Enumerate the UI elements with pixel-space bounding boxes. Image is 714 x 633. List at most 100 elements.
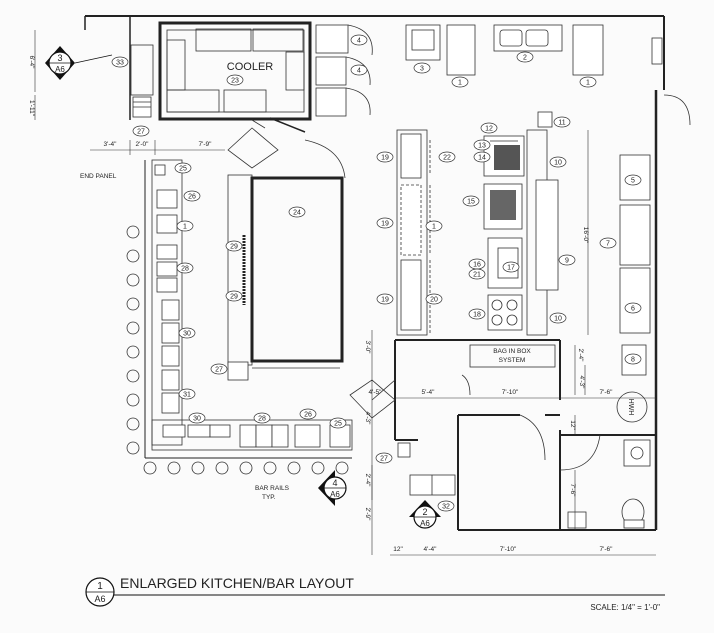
equipment-tag-number: 29 <box>230 294 238 301</box>
equipment-tag-oval <box>425 293 443 305</box>
equipment-tag-number: 19 <box>381 297 389 304</box>
equipment-tag-number: 12 <box>485 126 493 133</box>
equipment-tag-oval <box>425 220 443 232</box>
equipment-tag-8: 8 <box>624 353 642 365</box>
scale-note: SCALE: 1/4" = 1'-0" <box>590 603 660 612</box>
equipment-tag-23: 23 <box>226 74 244 86</box>
section-marker-4 <box>318 470 347 506</box>
equipment-tag-oval <box>376 293 394 305</box>
equipment-tag-oval <box>176 220 194 232</box>
equipment-tag-14: 14 <box>473 151 491 163</box>
equipment-tag-oval <box>437 500 455 512</box>
hwh-label: HWH <box>627 399 634 416</box>
equipment-tag-20: 20 <box>425 293 443 305</box>
detail-sheet: A6 <box>94 594 105 604</box>
equipment-tag-10: 10 <box>549 312 567 324</box>
equipment-tag-oval <box>375 452 393 464</box>
equipment-tag-30: 30 <box>178 327 196 339</box>
equipment-tag-number: 26 <box>304 412 312 419</box>
dim-7-10a: 7'-10" <box>502 389 519 396</box>
equipment-tag-oval <box>376 217 394 229</box>
equipment-tag-number: 1 <box>183 224 187 231</box>
equipment-tag-number: 2 <box>523 55 527 62</box>
equipment-tag-number: 4 <box>357 68 361 75</box>
equipment-tag-number: 26 <box>188 194 196 201</box>
equipment-tag-32: 32 <box>437 500 455 512</box>
equipment-tag-number: 9 <box>565 258 569 265</box>
equipment-tag-oval <box>438 151 456 163</box>
equipment-tag-11: 11 <box>553 116 571 128</box>
equipment-tag-number: 25 <box>334 421 342 428</box>
equipment-tag-oval <box>253 412 271 424</box>
equipment-tag-21: 21 <box>468 268 486 280</box>
equipment-tag-27: 27 <box>375 452 393 464</box>
equipment-tag-oval <box>226 74 244 86</box>
equipment-tag-19: 19 <box>376 217 394 229</box>
equipment-tag-16: 16 <box>468 258 486 270</box>
equipment-tag-oval <box>176 262 194 274</box>
equipment-tag-number: 24 <box>293 210 301 217</box>
equipment-tag-1: 1 <box>425 220 443 232</box>
equipment-tag-number: 1 <box>458 80 462 87</box>
equipment-tag-oval <box>350 64 368 76</box>
dim-7-6a: 7'-6" <box>600 389 614 396</box>
equipment-tag-28: 28 <box>253 412 271 424</box>
equipment-tag-31: 31 <box>178 388 196 400</box>
dim-2-4b: 2'-4" <box>364 474 371 488</box>
equipment-tag-number: 30 <box>193 416 201 423</box>
equipment-tag-26: 26 <box>183 190 201 202</box>
equipment-tag-oval <box>473 139 491 151</box>
equipment-tag-number: 5 <box>631 178 635 185</box>
equipment-tag-oval <box>549 156 567 168</box>
dim-5-4: 5'-4" <box>422 389 436 396</box>
equipment-tag-28: 28 <box>176 262 194 274</box>
equipment-tag-oval <box>329 417 347 429</box>
equipment-tag-number: 22 <box>443 155 451 162</box>
equipment-tag-number: 19 <box>381 155 389 162</box>
equipment-tag-oval <box>579 76 597 88</box>
equipment-tag-number: 28 <box>181 266 189 273</box>
equipment-tag-7: 7 <box>599 237 617 249</box>
equipment-tag-6: 6 <box>624 302 642 314</box>
dim-4-5: 4'-5" <box>369 389 383 396</box>
end-panel-note: END PANEL <box>80 173 117 180</box>
equipment-tag-9: 9 <box>558 254 576 266</box>
section-3-sheet: A6 <box>55 65 65 74</box>
equipment-tag-33: 33 <box>111 56 129 68</box>
equipment-tag-oval <box>210 363 228 375</box>
equipment-tag-oval <box>558 254 576 266</box>
equipment-tag-number: 23 <box>231 78 239 85</box>
equipment-tag-number: 4 <box>357 38 361 45</box>
detail-number: 1 <box>97 581 103 592</box>
equipment-tag-17: 17 <box>502 261 520 273</box>
equipment-tag-oval <box>516 51 534 63</box>
equipment-tag-oval <box>183 190 201 202</box>
dimension-labels: 6'-4" 1'-11" 3'-4" 2'-0" 7'-9" 16'-0" 2'… <box>28 56 613 553</box>
dim-12b: 12" <box>393 546 403 553</box>
equipment-tag-oval <box>299 408 317 420</box>
cook-line <box>396 111 651 376</box>
section-4-sheet: A6 <box>330 490 340 499</box>
equipment-tag-oval <box>468 308 486 320</box>
equipment-tag-number: 19 <box>381 221 389 228</box>
equipment-tag-oval <box>174 162 192 174</box>
section-2-sheet: A6 <box>420 519 430 528</box>
equipment-tag-4: 4 <box>350 34 368 46</box>
equipment-tag-oval <box>468 268 486 280</box>
top-wall-equipment <box>315 24 663 117</box>
equipment-tag-number: 21 <box>473 272 481 279</box>
dim-7-10b: 7'-10" <box>500 546 517 553</box>
dim-2-0: 2'-0" <box>136 141 150 148</box>
dim-3-0: 3'-0" <box>364 341 371 355</box>
dim-4-4: 4'-4" <box>424 546 438 553</box>
equipment-tag-oval <box>462 195 480 207</box>
equipment-tag-26: 26 <box>299 408 317 420</box>
equipment-tag-30: 30 <box>188 412 206 424</box>
equipment-tag-number: 7 <box>606 241 610 248</box>
equipment-tag-number: 28 <box>258 416 266 423</box>
equipment-tag-number: 6 <box>631 306 635 313</box>
equipment-tag-13: 13 <box>473 139 491 151</box>
equipment-tag-number: 25 <box>179 166 187 173</box>
equipment-tag-number: 32 <box>442 504 450 511</box>
equipment-tag-number: 18 <box>473 312 481 319</box>
